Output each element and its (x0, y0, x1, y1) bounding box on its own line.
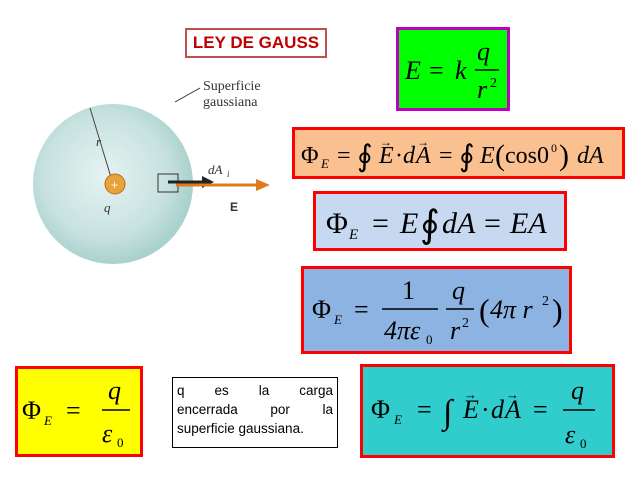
e2-paren-open: ( (495, 139, 505, 172)
e4-paren-exp: 2 (542, 294, 549, 309)
e5-den-sub: 0 (117, 435, 124, 450)
e2-dot: · (395, 143, 403, 169)
e3-E: E (399, 207, 418, 240)
e3-eq1: = (372, 207, 389, 240)
e4-den2: r (450, 316, 461, 345)
e3-dA: dA (442, 207, 476, 240)
e2-d: d (403, 143, 416, 169)
e2-cos-exp: 0 (551, 141, 557, 155)
e4-num1: 1 (402, 276, 415, 305)
page-title: LEY DE GAUSS (185, 28, 327, 58)
charge-plus-label: + (111, 178, 118, 192)
e6-int: ∫ (441, 394, 455, 433)
e6-den-sub: 0 (580, 436, 587, 451)
charge-q-label: q (104, 200, 111, 215)
e2-A-arrow: → (417, 135, 429, 149)
e2-eq2: = (439, 143, 453, 169)
e1-den-exp: 2 (490, 76, 497, 91)
e1-k: k (455, 56, 467, 85)
e1-den: r (477, 75, 488, 104)
e6-d: d (491, 395, 505, 424)
e5-sub: E (43, 413, 52, 428)
e1-eq: = (429, 56, 444, 85)
E-label: E (230, 200, 238, 214)
e3-phi: Φ (326, 207, 348, 240)
e4-den1-sub: 0 (426, 332, 433, 347)
gaussian-sphere-figure: Superficie gaussiana r + q dA i E (30, 70, 295, 300)
eq-flux-EA: Φ E = E ∮ dA = EA (313, 191, 567, 251)
e6-E-vec: E (462, 395, 479, 424)
e2-paren-close: ) (559, 139, 569, 172)
eq-flux-integral-cos: Φ E = ∮ E → · d A → = ∮ E ( cos0 0 ) dA (292, 127, 625, 179)
e3-EA: EA (509, 207, 547, 240)
e4-phi: Φ (312, 295, 331, 324)
charge-q (104, 173, 126, 195)
e5-den: ε (102, 419, 113, 448)
e6-A-vec: A (503, 395, 521, 424)
e4-paren-open: ( (479, 292, 490, 328)
e2-int2: ∮ (459, 140, 475, 173)
e6-den: ε (565, 420, 576, 449)
e1-num: q (477, 37, 490, 66)
e4-den1: 4πε (384, 316, 421, 345)
note-line-3: superficie gaussiana. (177, 421, 304, 436)
surface-label-line2: gaussiana (203, 95, 258, 110)
field-vector-arrowhead (256, 179, 270, 191)
e6-E-arrow: → (464, 387, 477, 402)
e6-A-arrow: → (506, 387, 519, 402)
dA-subscript: i (227, 169, 230, 179)
e4-num2: q (452, 276, 465, 305)
surface-pointer-line (174, 87, 201, 103)
e6-num: q (571, 376, 584, 405)
e2-dA: dA (577, 143, 604, 169)
e3-eq2: = (484, 207, 501, 240)
note-line-1: q es la carga (177, 383, 333, 398)
radius-label: r (96, 134, 102, 149)
eq-flux-point-charge: Φ E = 1 4πε 0 q r 2 ( 4π r 2 ) (301, 266, 572, 354)
eq-gauss-law-result: Φ E = q ε 0 (15, 366, 143, 457)
e6-sub: E (393, 412, 402, 427)
e2-E-vec: E (378, 143, 394, 169)
eq-gauss-law-integral: Φ E = ∫ E → · d A → = q ε 0 (360, 364, 615, 458)
e2-sub: E (320, 156, 329, 171)
surface-label-line1: Superficie (203, 79, 261, 94)
e2-cos: cos0 (505, 143, 549, 169)
e2-phi: Φ (301, 143, 319, 169)
e5-phi: Φ (22, 396, 41, 425)
note-line-2: encerrada por la (177, 402, 333, 417)
e6-phi: Φ (371, 395, 390, 424)
e2-eq1: = (337, 143, 351, 169)
e5-num: q (108, 376, 121, 405)
e3-sub: E (348, 227, 358, 243)
e2-E2: E (479, 143, 495, 169)
dA-label: dA (208, 162, 223, 177)
e5-eq: = (66, 396, 81, 425)
e4-paren: 4π r (490, 295, 534, 324)
e6-eq2: = (533, 395, 548, 424)
e2-A-vec: A (414, 143, 431, 169)
radius-line (89, 107, 114, 185)
e1-lhs: E (404, 56, 421, 85)
e6-eq1: = (417, 395, 432, 424)
e4-sub: E (333, 312, 342, 327)
e4-den2-exp: 2 (462, 316, 469, 331)
charge-definition-note: q es la carga encerrada por la superfici… (172, 377, 338, 448)
e4-eq: = (354, 295, 369, 324)
e6-dot: · (481, 395, 490, 424)
e2-E-arrow: → (380, 135, 392, 149)
eq-coulomb-field: E = k q r 2 (396, 27, 510, 111)
e3-int: ∮ (420, 204, 440, 246)
e4-paren-close: ) (552, 292, 563, 328)
e2-int: ∮ (357, 140, 373, 173)
